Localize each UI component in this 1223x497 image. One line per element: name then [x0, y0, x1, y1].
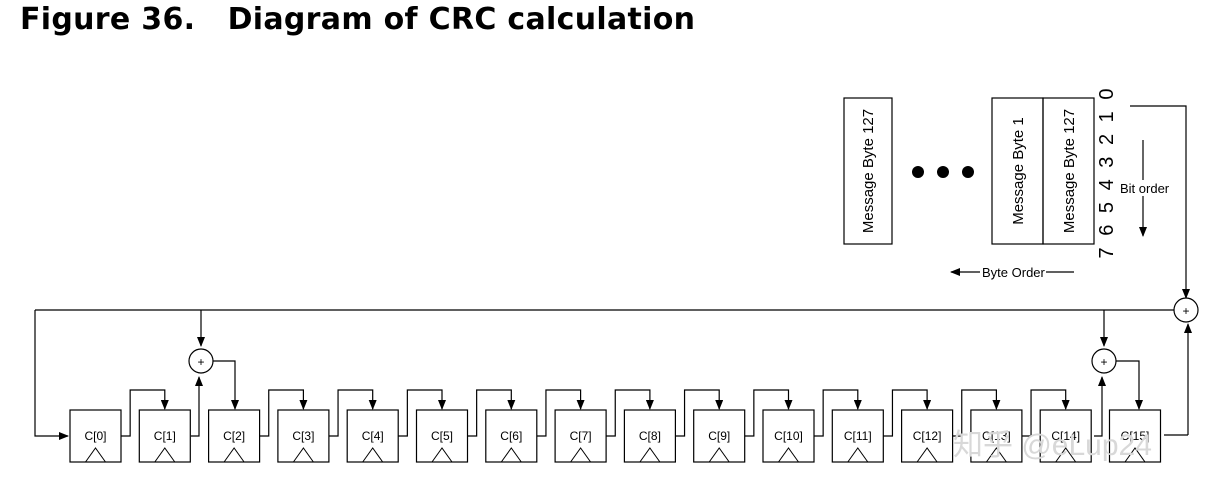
register-label: C[4] [362, 429, 384, 443]
svg-text:+: + [197, 355, 204, 369]
register-label: C[10] [774, 429, 803, 443]
register-label: C[7] [570, 429, 592, 443]
register-label: C[6] [500, 429, 522, 443]
register-box [1108, 409, 1162, 463]
clock-triangle-icon [708, 447, 730, 463]
clock-triangle-icon [570, 447, 592, 463]
register-label: C[2] [223, 429, 245, 443]
clock-triangle-icon [154, 447, 176, 463]
register-link [536, 389, 585, 437]
register-link [883, 389, 932, 437]
register-label: C[8] [639, 429, 661, 443]
clock-triangle-icon [292, 447, 314, 463]
clock-triangle-icon [431, 447, 453, 463]
clock-triangle-icon [1124, 447, 1146, 463]
register-link [814, 389, 862, 437]
clock-triangle-icon [85, 447, 106, 463]
clock-triangle-icon [500, 447, 522, 463]
xor-main-symbol: + [1182, 304, 1189, 318]
register-label: C[12] [913, 429, 942, 443]
ellipsis-dot [912, 166, 924, 178]
clock-triangle-icon [223, 447, 245, 463]
register-link [467, 389, 516, 437]
clock-triangle-icon [639, 447, 661, 463]
register-link [328, 389, 377, 437]
figure-title: Figure 36. Diagram of CRC calculation [20, 2, 695, 37]
register-link [1021, 389, 1070, 437]
register-box [1039, 409, 1092, 463]
register-link [121, 389, 169, 437]
register-link [606, 389, 654, 437]
register-label: C[9] [708, 429, 730, 443]
register-link [259, 389, 308, 437]
register-label: C[15] [1121, 429, 1150, 443]
register-link [675, 389, 724, 437]
message-byte-1-label: Message Byte 1 [1010, 117, 1027, 225]
feedback-to-c0 [34, 310, 69, 440]
svg-text:+: + [1100, 355, 1107, 369]
register-label: C[5] [431, 429, 453, 443]
ellipsis-dot [937, 166, 949, 178]
message-byte-0-label: Message Byte 127 [1061, 109, 1078, 233]
register-label: C[11] [844, 429, 872, 443]
clock-triangle-icon [847, 447, 869, 463]
register-label: C[13] [982, 429, 1011, 443]
message-byte-0-box [1042, 97, 1095, 245]
register-link [398, 389, 446, 437]
message-byte-127-box [843, 97, 893, 245]
bit-order-sequence: 7 6 5 4 3 2 1 0 [1096, 86, 1118, 259]
clock-triangle-icon [985, 447, 1007, 463]
clock-triangle-icon [778, 447, 799, 463]
message-byte-127-label: Message Byte 127 [860, 109, 877, 233]
clock-triangle-icon [362, 447, 384, 463]
register-label: C[14] [1051, 429, 1080, 443]
register-link [744, 389, 793, 437]
bit-order-label: Bit order [1120, 181, 1170, 196]
register-link [952, 389, 1001, 437]
register-box [138, 409, 191, 463]
register-label: C[1] [154, 429, 176, 443]
input-data-line [1130, 105, 1190, 299]
register-chain: C[0] C[1] C[2] C[3] C[4] C[5] C[6] C[7] C[8] C[9]… [69, 389, 1162, 463]
watermark: 知乎 @eLup24 [953, 429, 1152, 462]
clock-triangle-icon [916, 447, 938, 463]
register-label: C[3] [292, 429, 314, 443]
clock-triangle-icon [1055, 447, 1077, 463]
figure-label: Figure 36. [20, 2, 196, 37]
ellipsis-dot [962, 166, 974, 178]
register-label: C[0] [84, 429, 106, 443]
figure-caption: Diagram of CRC calculation [227, 2, 696, 37]
byte-order-label: Byte Order [982, 265, 1046, 280]
